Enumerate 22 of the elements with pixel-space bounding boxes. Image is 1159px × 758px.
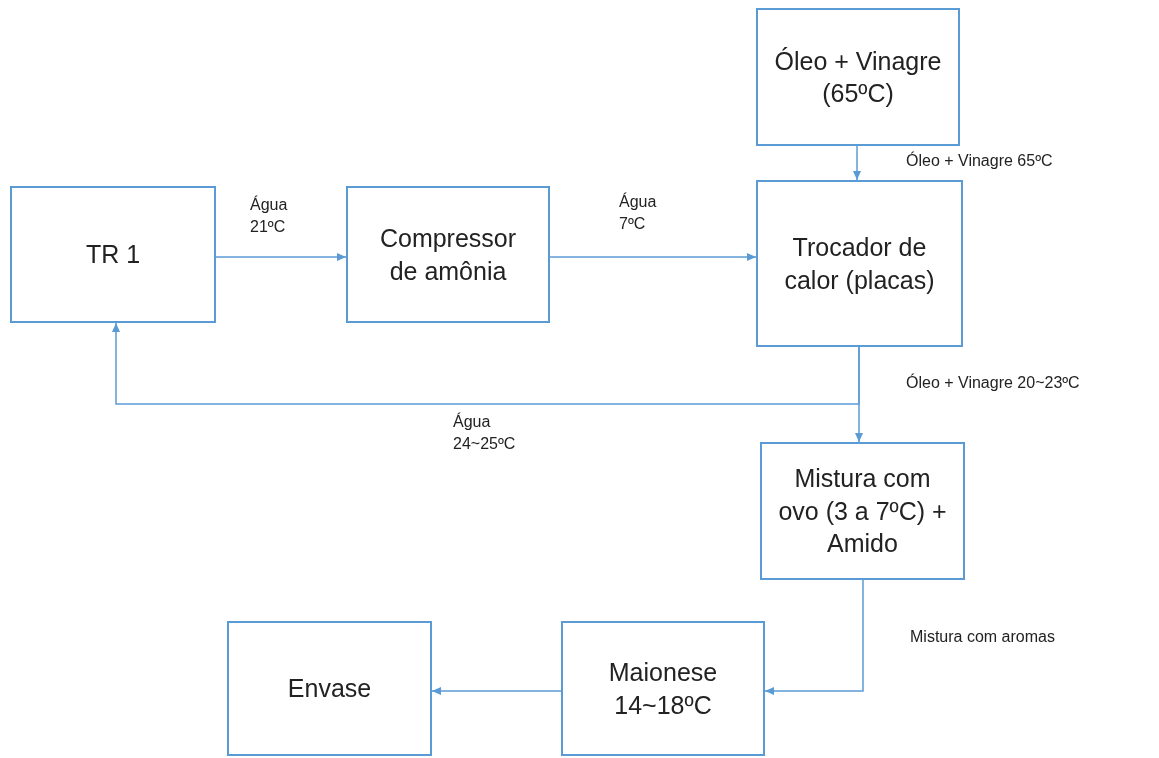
box-label: TR 1 (85, 239, 141, 271)
arrow (853, 145, 861, 181)
process-box (346, 186, 550, 323)
box-label: Compressor de amônia (378, 223, 518, 287)
box-label: Maionese 14~18ºC (607, 657, 719, 721)
arrow (431, 687, 562, 695)
process-box (760, 442, 965, 580)
process-box (561, 621, 765, 756)
box-label: Óleo + Vinagre (65ºC) (774, 45, 942, 109)
edge-label: Óleo + Vinagre 20~23ºC (906, 372, 1080, 394)
arrow (112, 322, 860, 405)
process-box (756, 180, 963, 347)
box-label: Envase (287, 673, 372, 705)
box-label: Trocador de calor (placas) (783, 232, 936, 296)
box-label: Mistura com ovo (3 a 7ºC) + Amido (778, 463, 947, 560)
edge-label: Óleo + Vinagre 65ºC (906, 150, 1053, 172)
arrow (215, 253, 347, 261)
arrow (549, 253, 757, 261)
process-box (10, 186, 216, 323)
process-box (227, 621, 432, 756)
process-box (756, 8, 960, 146)
arrow (764, 579, 864, 695)
